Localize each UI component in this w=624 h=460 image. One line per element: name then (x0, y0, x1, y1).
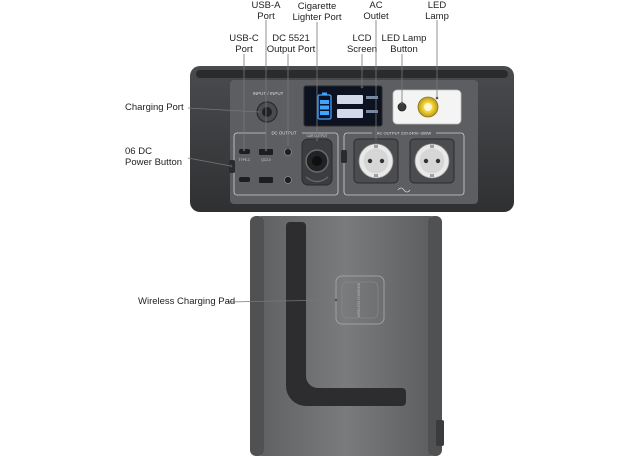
usb-a-port-2 (259, 177, 273, 183)
dc5521-port-1 (284, 148, 292, 156)
label-charging-port: Charging Port (125, 102, 184, 113)
callout-dots (229, 85, 439, 302)
label-lcd-screen: LCD Screen (346, 33, 378, 55)
ac-power-button[interactable] (341, 150, 347, 163)
label-dc5521-output-port: DC 5521 Output Port (266, 33, 316, 55)
dc5521-port-2 (284, 176, 292, 184)
side-body (250, 216, 442, 456)
top-rim (196, 70, 508, 78)
side-edge-left (250, 216, 264, 456)
carry-handle (286, 222, 406, 406)
lcd-digits-bottom (337, 109, 363, 118)
label-usb-a-port: USB-A Port (251, 0, 281, 22)
input-marking: INPUT / INPUT (253, 91, 284, 96)
usb-a-port-1 (259, 149, 273, 155)
lcd-digits-top (337, 95, 363, 104)
usb-c-marking: TYPE-C (239, 158, 251, 162)
callout-lines (187, 20, 438, 303)
label-cigarette-lighter-port: Cigarette Lighter Port (292, 1, 342, 23)
ac-wave-symbol (397, 187, 411, 193)
pad-marking: WIRELESS CHARGING (357, 282, 361, 317)
usb-a-marking: QC3.0 (261, 158, 270, 162)
label-ac-outlet: AC Outlet (363, 0, 389, 22)
schuko-socket-icon (353, 138, 399, 184)
label-wireless-charging-pad: Wireless Charging Pad (138, 296, 236, 307)
schuko-socket-icon (409, 138, 455, 184)
lcd-screen (303, 85, 383, 127)
lcd-unit-bottom (366, 110, 378, 113)
label-led-lamp: LED Lamp (425, 0, 449, 22)
front-view: INPUT / INPUT (190, 66, 514, 212)
side-foot (436, 420, 444, 446)
dc-output-marking: DC OUTPUT (271, 131, 296, 136)
lcd-unit-top (366, 96, 378, 99)
side-view: WIRELESS CHARGING (250, 216, 444, 456)
car-socket-icon (301, 138, 333, 186)
ac-output-marking: AC OUTPUT 220-240V~300W (377, 131, 432, 136)
label-led-lamp-button: LED Lamp Button (381, 33, 427, 55)
side-edge-right (428, 216, 442, 456)
usb-c-port-1 (239, 149, 250, 154)
label-usb-c-port: USB-C Port (229, 33, 259, 55)
usb-c-port-2 (239, 177, 250, 182)
label-dc-power-button: 06 DC Power Button (125, 146, 183, 168)
battery-icon (317, 92, 332, 120)
charging-port-inner (262, 107, 272, 117)
